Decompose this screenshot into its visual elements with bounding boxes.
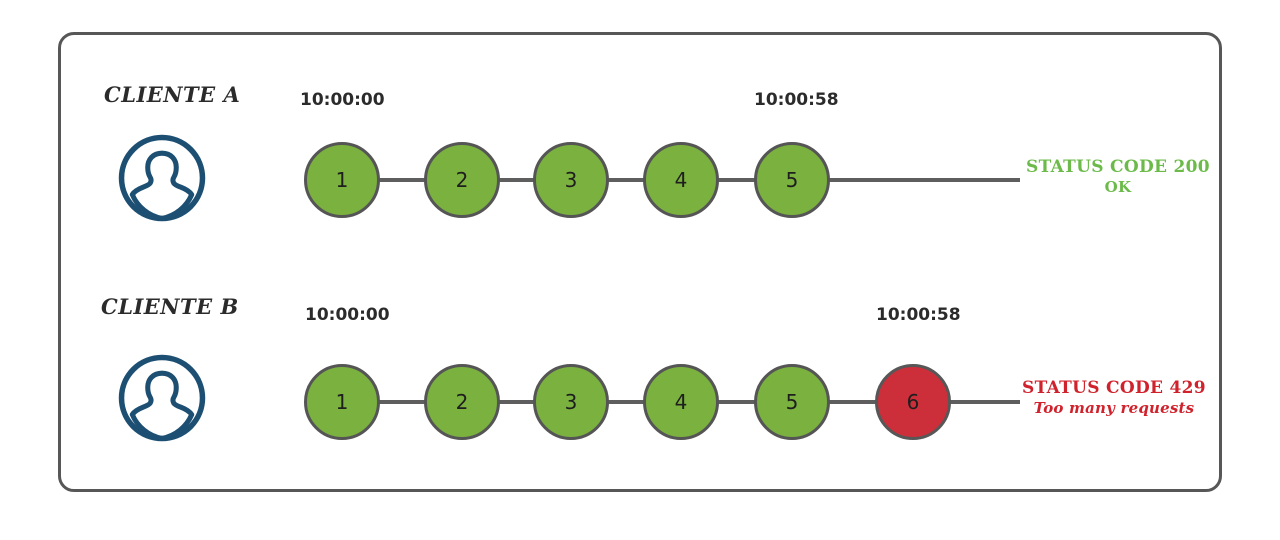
request-node-a-1[interactable]: 1 bbox=[304, 142, 380, 218]
client-label-a: CLIENTE A bbox=[104, 82, 241, 107]
status-code-b: STATUS CODE 429 bbox=[1022, 378, 1206, 398]
request-node-b-3[interactable]: 3 bbox=[533, 364, 609, 440]
user-avatar-icon bbox=[116, 352, 208, 444]
status-badge-b: STATUS CODE 429 Too many requests bbox=[1022, 378, 1206, 418]
request-node-a-4[interactable]: 4 bbox=[643, 142, 719, 218]
diagram-frame bbox=[58, 32, 1222, 492]
timestamp-a-start: 10:00:00 bbox=[300, 90, 385, 110]
status-badge-a: STATUS CODE 200 OK bbox=[1026, 157, 1210, 197]
request-node-a-5[interactable]: 5 bbox=[754, 142, 830, 218]
request-node-b-6[interactable]: 6 bbox=[875, 364, 951, 440]
status-detail-b: Too many requests bbox=[1033, 399, 1195, 418]
user-avatar-icon bbox=[116, 132, 208, 224]
client-label-b: CLIENTE B bbox=[101, 294, 239, 319]
request-node-b-1[interactable]: 1 bbox=[304, 364, 380, 440]
request-node-b-2[interactable]: 2 bbox=[424, 364, 500, 440]
timestamp-b-end: 10:00:58 bbox=[876, 305, 961, 325]
timestamp-a-end: 10:00:58 bbox=[754, 90, 839, 110]
status-code-a: STATUS CODE 200 bbox=[1026, 157, 1210, 177]
request-node-b-4[interactable]: 4 bbox=[643, 364, 719, 440]
request-node-b-5[interactable]: 5 bbox=[754, 364, 830, 440]
request-node-a-3[interactable]: 3 bbox=[533, 142, 609, 218]
timestamp-b-start: 10:00:00 bbox=[305, 305, 390, 325]
request-node-a-2[interactable]: 2 bbox=[424, 142, 500, 218]
status-detail-a: OK bbox=[1104, 178, 1132, 197]
